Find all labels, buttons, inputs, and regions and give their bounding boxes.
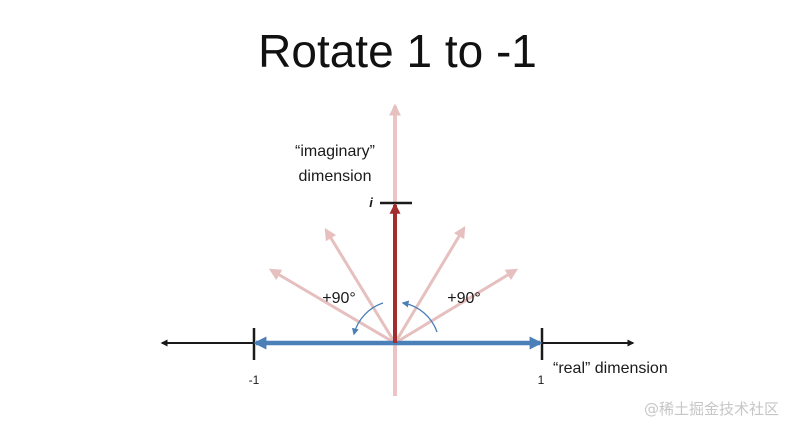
faded-rotation-arrow-right-high [393,225,466,344]
imaginary-dimension-label-line1: “imaginary” [295,143,375,160]
watermark: @稀土掘金技术社区 [643,400,779,418]
angle-label-left: +90° [322,290,356,307]
angle-arc-right [401,300,438,333]
faded-rotation-arrow-left-high [324,227,397,344]
faded-rotation-arrow-right-low [394,268,519,345]
slide-title: Rotate 1 to -1 [258,25,537,77]
imaginary-dimension-label-line2: dimension [299,168,372,185]
one-label: 1 [538,373,545,387]
neg-one-label: -1 [249,373,260,387]
angle-arc-left [351,302,384,336]
angle-label-right: +90° [447,290,481,307]
i-tick-label: i [369,195,373,210]
real-dimension-label: “real” dimension [553,360,668,377]
faded-rotation-arrow-left-low [268,268,396,345]
